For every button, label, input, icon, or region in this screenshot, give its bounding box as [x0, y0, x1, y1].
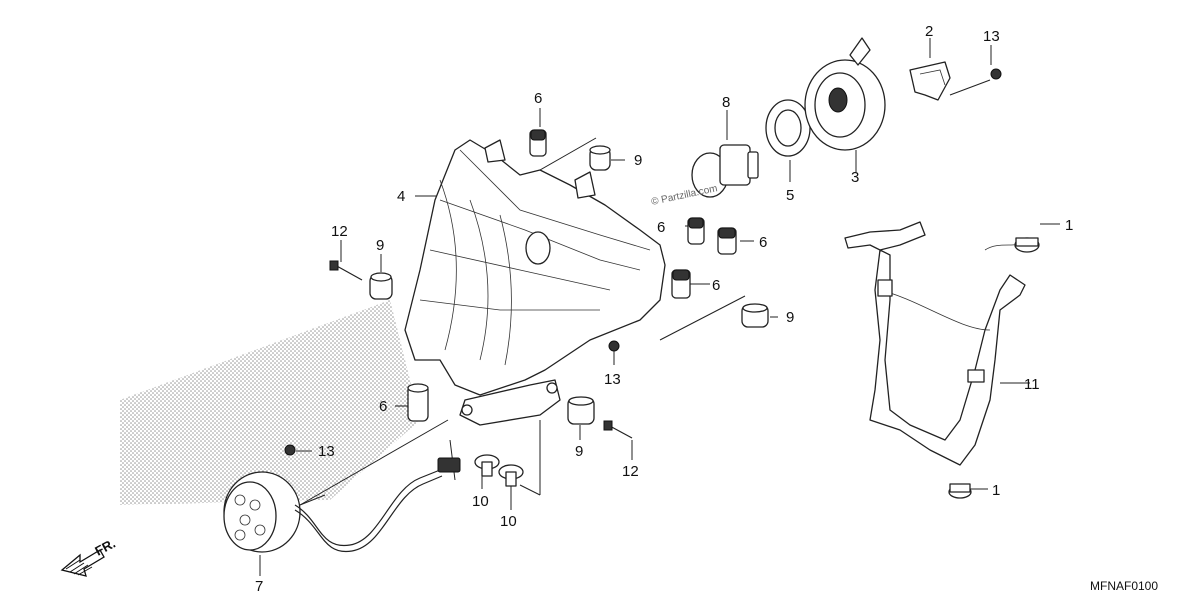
socket-ring — [765, 99, 811, 157]
callout-6: 6 — [379, 398, 387, 415]
headlight-stay — [844, 221, 1026, 466]
collar-10a — [474, 454, 500, 477]
clip-parts — [948, 237, 1040, 499]
grommet-9a — [589, 145, 611, 171]
callout-13: 13 — [604, 371, 621, 388]
grommet-9c — [741, 303, 769, 328]
screw-12b — [603, 420, 633, 439]
callout-13: 13 — [318, 443, 335, 460]
screw-13b — [284, 444, 296, 456]
watermark: © Partzilla.com — [650, 183, 718, 208]
callout-8: 8 — [722, 94, 730, 111]
callouts: 1 1 2 3 4 5 6 6 6 6 6 7 8 9 9 9 9 10 10 … — [255, 23, 1073, 595]
grommet-9b — [369, 272, 393, 300]
callout-10: 10 — [500, 513, 517, 530]
shadow-area — [120, 300, 420, 505]
callout-10: 10 — [472, 493, 489, 510]
callout-1: 1 — [992, 482, 1000, 499]
diagram-code: MFNAF0100 — [1090, 579, 1158, 593]
callout-4: 4 — [397, 188, 405, 205]
callout-1: 1 — [1065, 217, 1073, 234]
callout-12: 12 — [331, 223, 348, 240]
callout-6: 6 — [657, 219, 665, 236]
clip-1b — [948, 483, 972, 499]
callout-6: 6 — [534, 90, 542, 107]
screw-12a — [329, 260, 363, 281]
grommet-9d — [567, 396, 595, 425]
callout-9: 9 — [786, 309, 794, 326]
socket-6e — [407, 383, 429, 422]
headlight-unit — [404, 139, 666, 426]
callout-7: 7 — [255, 578, 263, 595]
socket-parts — [407, 129, 737, 422]
socket-6a — [529, 129, 547, 157]
collar-10b — [498, 464, 524, 487]
socket-6c — [717, 227, 737, 255]
callout-3: 3 — [851, 169, 859, 186]
screw-parts — [284, 68, 1002, 456]
clip-1a — [1014, 237, 1040, 253]
callout-9: 9 — [376, 237, 384, 254]
headlight-bulb — [691, 144, 759, 198]
callout-12: 12 — [622, 463, 639, 480]
screw-13a — [608, 340, 620, 352]
callout-6: 6 — [759, 234, 767, 251]
collar-parts — [474, 454, 524, 487]
bracket — [909, 61, 951, 101]
callout-9: 9 — [634, 152, 642, 169]
socket-6b — [687, 217, 705, 245]
position-light — [223, 457, 461, 553]
front-direction-arrow: FR. — [60, 536, 118, 577]
screw-13c — [990, 68, 1002, 80]
dust-cover — [804, 37, 886, 151]
socket-6d — [671, 269, 691, 299]
callout-6: 6 — [712, 277, 720, 294]
callout-5: 5 — [786, 187, 794, 204]
callout-2: 2 — [925, 23, 933, 40]
callout-13: 13 — [983, 28, 1000, 45]
callout-11: 11 — [1024, 376, 1040, 393]
callout-9: 9 — [575, 443, 583, 460]
grommet-parts — [369, 145, 769, 425]
